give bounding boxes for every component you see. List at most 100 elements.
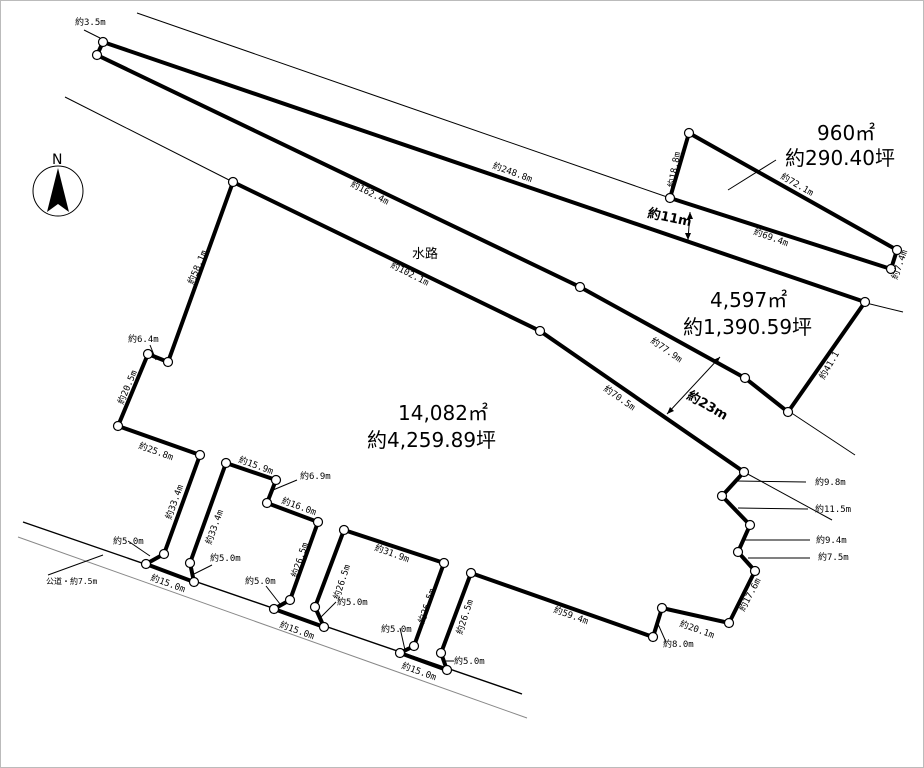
dimension-arrows	[666, 211, 721, 415]
parcel-area-tsubo: 約4,259.89坪	[367, 428, 496, 452]
parcel-boundary-3	[115, 180, 758, 674]
road-label: 公道・約7.5m	[46, 576, 97, 586]
boundary-marker	[738, 466, 750, 478]
leader-line	[265, 585, 281, 605]
boundary-line	[136, 12, 671, 199]
edge-length-label: 約26.5m	[453, 598, 476, 636]
parcel-area-tsubo: 約1,390.59坪	[683, 315, 812, 339]
waterway-edge-line	[743, 471, 833, 521]
boundary-marker	[749, 565, 761, 577]
north-compass: N	[32, 152, 84, 217]
leader-line	[657, 623, 667, 643]
edge-length-label: 約77.9m	[648, 335, 684, 366]
boundary-marker	[574, 281, 586, 293]
leader-line	[737, 507, 809, 510]
leader-line	[399, 627, 406, 651]
leader-line	[319, 601, 337, 619]
boundary-marker	[859, 296, 871, 308]
boundary-marker	[112, 420, 124, 432]
edge-length-label: 約26.5m	[330, 563, 353, 601]
edge-length-label: 約6.9m	[300, 470, 331, 482]
leader-line	[735, 480, 807, 483]
parcel-boundary-2	[94, 40, 869, 415]
edge-length-label: 約7.5m	[818, 551, 849, 563]
boundary-marker	[782, 406, 794, 418]
boundary-marker	[647, 631, 659, 643]
boundary-marker	[318, 621, 330, 633]
boundary-marker	[162, 356, 174, 368]
compass-circle	[32, 165, 84, 217]
edge-length-label: 約5.0m	[454, 655, 485, 667]
boundary-marker	[261, 497, 273, 509]
boundary-marker	[91, 49, 103, 61]
boundary-marker	[97, 36, 109, 48]
edge-length-label: 約8.0m	[663, 638, 694, 650]
boundary-marker	[723, 617, 735, 629]
edge-length-label: 約9.4m	[816, 534, 847, 546]
boundary-marker	[739, 372, 751, 384]
boundary-marker	[394, 647, 406, 659]
edge-length-label: 約20.1m	[678, 618, 716, 642]
boundary-marker	[142, 348, 154, 360]
waterway-edge-line	[64, 96, 234, 183]
boundary-marker	[885, 263, 897, 275]
edge-length-label: 約6.4m	[128, 333, 159, 345]
edge-length-label: 約3.5m	[75, 16, 106, 28]
boundary-marker	[284, 594, 296, 606]
waterway-width-label: 約23m	[684, 388, 731, 424]
boundary-marker	[220, 457, 232, 469]
boundary-marker	[188, 576, 200, 588]
edge-length-label: 約15.0m	[149, 572, 187, 596]
leader-line	[193, 564, 213, 575]
boundary-marker	[184, 557, 196, 569]
edge-length-label: 約26.5m	[288, 541, 311, 579]
boundary-marker	[338, 524, 350, 536]
boundary-marker	[194, 449, 206, 461]
boundary-marker	[268, 603, 280, 615]
boundary-marker	[534, 325, 546, 337]
boundary-marker	[438, 557, 450, 569]
boundary-marker	[309, 601, 321, 613]
parcel-area-m2: 960㎡	[817, 121, 875, 145]
boundary-marker	[270, 474, 282, 486]
boundary-marker	[744, 519, 756, 531]
boundary-marker	[408, 640, 420, 652]
boundary-marker	[716, 490, 728, 502]
leader-line	[727, 159, 777, 191]
north-arrow-icon	[47, 168, 69, 212]
boundary-marker	[683, 127, 695, 139]
boundary-marker	[664, 192, 676, 204]
leader-line	[83, 29, 101, 39]
arrowhead-icon	[685, 212, 693, 240]
boundary-marker	[656, 602, 668, 614]
edge-length-label: 約5.0m	[245, 575, 276, 587]
boundary-marker	[891, 244, 903, 256]
edge-length-label: 約5.0m	[113, 535, 144, 547]
waterway-edge-line	[786, 409, 856, 456]
strip-width-label: 約11m	[646, 205, 693, 230]
edge-length-label: 約5.0m	[210, 552, 241, 564]
boundary-marker	[441, 664, 453, 676]
leader-line	[127, 540, 151, 557]
boundary-marker	[312, 516, 324, 528]
edge-length-label: 約58.1m	[185, 248, 210, 286]
boundary-marker	[732, 546, 744, 558]
waterway-label: 水路	[412, 246, 438, 262]
parcel-area-m2: 4,597㎡	[710, 288, 787, 312]
edge-length-label: 約26.5m	[415, 587, 438, 625]
road-far-edge-line	[17, 536, 528, 719]
boundary-marker	[465, 567, 477, 579]
edge-length-label: 約5.0m	[337, 596, 368, 608]
parcel-area-tsubo: 約290.40坪	[785, 146, 895, 170]
leader-line	[272, 479, 298, 491]
edge-length-label: 約18.8m	[665, 151, 683, 189]
edge-length-label: 約11.5m	[815, 503, 851, 515]
leader-line	[47, 554, 104, 576]
boundary-marker	[158, 548, 170, 560]
boundary-markers	[91, 36, 903, 676]
edge-length-label: 約5.0m	[381, 623, 412, 635]
boundary-marker	[227, 176, 239, 188]
waterway-width-arrow	[666, 356, 721, 415]
edge-length-label: 約9.8m	[815, 476, 846, 488]
